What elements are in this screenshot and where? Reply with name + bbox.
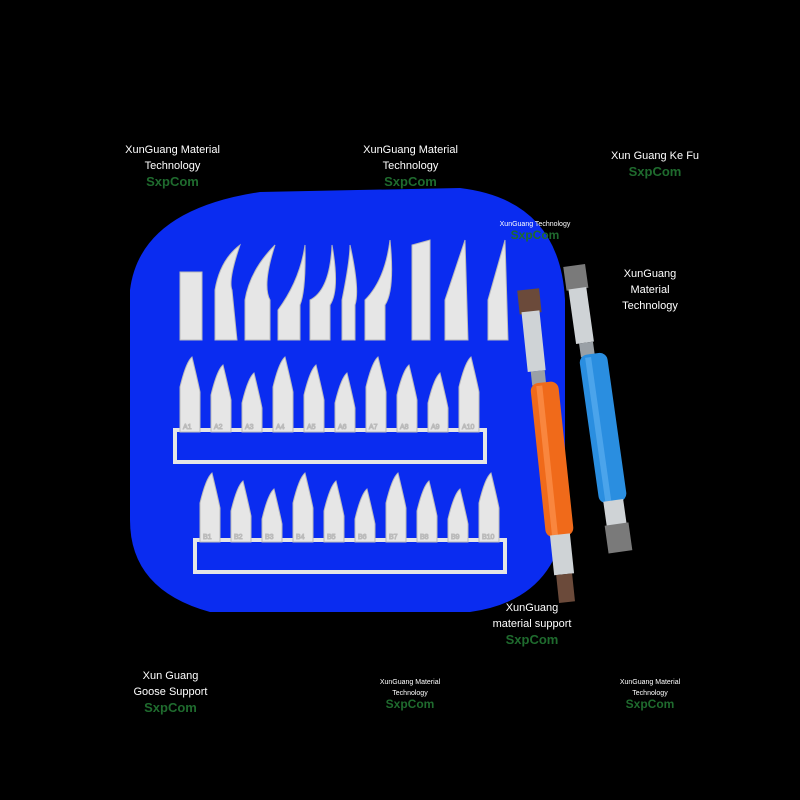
watermark-lower-center: XunGuang material support SxpCom bbox=[492, 602, 572, 647]
blade-b7 bbox=[385, 472, 407, 543]
blade-a7 bbox=[365, 356, 387, 433]
blade-label-a9: A9 bbox=[431, 424, 440, 431]
blade-label-a3: A3 bbox=[245, 424, 254, 431]
b-blade-rack bbox=[193, 538, 507, 574]
blade-b2 bbox=[230, 480, 252, 543]
watermark-mid-small: XunGuang Technology SxpCom bbox=[499, 221, 571, 242]
blade-a5 bbox=[303, 364, 325, 433]
orange-handle-tool bbox=[517, 288, 575, 603]
a-blade-rack bbox=[173, 428, 487, 464]
top-blade-row bbox=[179, 239, 509, 341]
blade-b3 bbox=[261, 488, 283, 543]
blade-b10 bbox=[478, 472, 500, 543]
blade-label-a2: A2 bbox=[214, 424, 223, 431]
blade-a2 bbox=[210, 364, 232, 433]
blade-a8 bbox=[396, 364, 418, 433]
blade-label-b1: B1 bbox=[203, 534, 212, 541]
watermark-bottom-center: XunGuang Material Technology SxpCom bbox=[379, 679, 441, 711]
watermark-right-side: XunGuang Material Technology bbox=[622, 268, 678, 312]
blade-b8 bbox=[416, 480, 438, 543]
blade-a9 bbox=[427, 372, 449, 433]
blade-label-b3: B3 bbox=[265, 534, 274, 541]
blade-b4 bbox=[292, 472, 314, 543]
watermark-top-right: Xun Guang Ke Fu SxpCom bbox=[610, 150, 700, 179]
blade-label-a1: A1 bbox=[183, 424, 192, 431]
blade-label-b6: B6 bbox=[358, 534, 367, 541]
blade-a1 bbox=[179, 356, 201, 433]
blade-label-a5: A5 bbox=[307, 424, 316, 431]
blade-a6 bbox=[334, 372, 356, 433]
blade-label-b9: B9 bbox=[451, 534, 460, 541]
blade-b9 bbox=[447, 488, 469, 543]
blade-label-b8: B8 bbox=[420, 534, 429, 541]
watermark-bottom-left: Xun Guang Goose Support SxpCom bbox=[133, 670, 208, 715]
blade-label-b10: B10 bbox=[482, 534, 495, 541]
blade-a3 bbox=[241, 372, 263, 433]
watermark-top-center: XunGuang Material Technology SxpCom bbox=[363, 144, 458, 189]
watermark-top-left: XunGuang Material Technology SxpCom bbox=[125, 144, 220, 189]
blade-a4 bbox=[272, 356, 294, 433]
watermark-bottom-right: XunGuang Material Technology SxpCom bbox=[619, 679, 681, 711]
blade-label-a4: A4 bbox=[276, 424, 285, 431]
blade-label-b7: B7 bbox=[389, 534, 398, 541]
blade-label-b4: B4 bbox=[296, 534, 305, 541]
blade-label-a10: A10 bbox=[462, 424, 475, 431]
blade-b5 bbox=[323, 480, 345, 543]
blade-label-b2: B2 bbox=[234, 534, 243, 541]
blade-label-a6: A6 bbox=[338, 424, 347, 431]
blade-label-a8: A8 bbox=[400, 424, 409, 431]
blade-label-a7: A7 bbox=[369, 424, 378, 431]
blade-b1 bbox=[199, 472, 221, 543]
blade-label-b5: B5 bbox=[327, 534, 336, 541]
blade-a10 bbox=[458, 356, 480, 433]
blue-handle-tool bbox=[563, 263, 633, 554]
blade-b6 bbox=[354, 488, 376, 543]
